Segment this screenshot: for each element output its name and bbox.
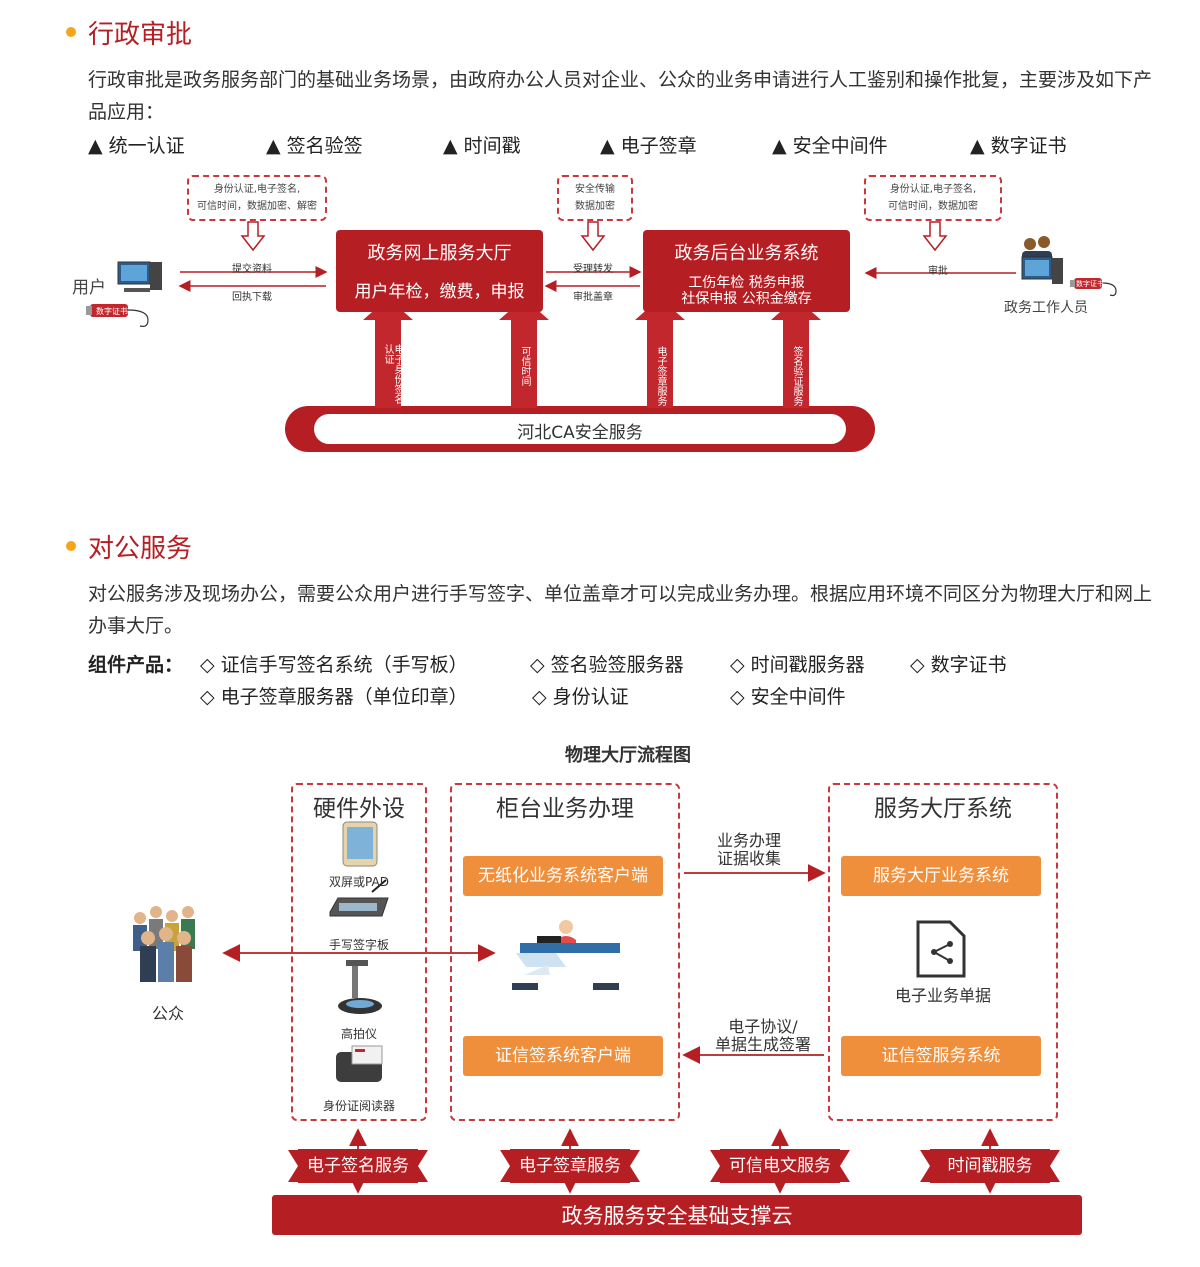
arrow-label-submit: 提交资料 xyxy=(232,264,272,275)
section1-bullet xyxy=(66,27,76,37)
staff-label: 政务工作人员 xyxy=(1004,300,1088,316)
note-mid: 安全传输数据加密 xyxy=(557,175,633,221)
component-item: ◇ 电子签章服务器（单位印章） xyxy=(200,686,468,708)
service-hall-title: 服务大厅系统 xyxy=(874,796,1012,822)
arrow-label-accept: 受理转发 xyxy=(573,264,613,275)
base-service-label: 河北CA安全服务 xyxy=(517,423,643,443)
usb-label: 数字证书 xyxy=(1076,280,1104,288)
device-label: 身份证阅读器 xyxy=(322,1099,395,1113)
note-right: 身份认证,电子签名,可信时间，数据加密 xyxy=(864,175,1002,221)
component-item: ◇ 数字证书 xyxy=(910,654,1007,676)
up-arrow-label: 电子身份签名认证 xyxy=(382,344,403,404)
arrow-label-review: 审批盖章 xyxy=(573,292,613,303)
usb-key-icon xyxy=(1070,278,1117,297)
arrow-label-return: 回执下载 xyxy=(232,292,272,303)
arrow-label-approve: 审批 xyxy=(928,266,948,277)
product-item: ▲ 统一认证 xyxy=(88,135,185,157)
cloud-label: 政务服务安全基础支撑云 xyxy=(561,1204,793,1228)
signing-client-box: 证信签系统客户端 xyxy=(463,1036,663,1076)
service-hall-column xyxy=(828,783,1058,1121)
pad-icon xyxy=(342,821,378,867)
section1-description: 行政审批是政务服务部门的基础业务场景，由政府办公人员对企业、公众的业务申请进行人… xyxy=(88,69,1153,123)
product-item: ▲ 数字证书 xyxy=(970,135,1067,157)
counter-column xyxy=(450,783,680,1121)
document-camera-icon xyxy=(338,960,382,1014)
flow-label-bottom: 电子协议/单据生成签署 xyxy=(714,1017,811,1054)
backend-system-box: 政务后台业务系统 工伤年检 税务申报 社保申报 公积金缴存 xyxy=(643,230,850,312)
component-item: ◇ 安全中间件 xyxy=(730,686,846,708)
product-item: ▲ 电子签章 xyxy=(600,135,697,157)
component-item: ◇ 时间戳服务器 xyxy=(730,654,865,676)
counter-clerk-icon xyxy=(512,920,620,990)
device-label: 高拍仪 xyxy=(340,1027,377,1041)
up-arrow-label: 签名验证服务 xyxy=(791,346,802,406)
device-label: 手写签字板 xyxy=(328,938,389,952)
section2-bullet xyxy=(66,541,76,551)
crowd-icon xyxy=(133,906,195,982)
section2-title: 对公服务 xyxy=(88,534,193,564)
up-arrow-label: 可信时间 xyxy=(519,346,530,386)
product-item: ▲ 安全中间件 xyxy=(772,135,888,157)
service-e-signature: 电子签名服务 xyxy=(298,1149,418,1183)
flow-title: 物理大厅流程图 xyxy=(565,745,691,766)
signature-pad-icon xyxy=(329,879,389,917)
product-item: ▲ 签名验签 xyxy=(266,135,363,157)
hall-business-system-box: 服务大厅业务系统 xyxy=(841,856,1041,896)
computer-icon xyxy=(117,261,162,292)
staff-icon xyxy=(1021,236,1063,284)
usb-label: 数字证书 xyxy=(96,307,128,316)
signing-service-system-box: 证信签服务系统 xyxy=(841,1036,1041,1076)
hardware-column xyxy=(291,783,427,1121)
online-service-hall-box: 政务网上服务大厅 用户年检，缴费，申报 xyxy=(336,230,543,312)
user-label: 用户 xyxy=(72,278,106,298)
section1-title: 行政审批 xyxy=(88,20,193,50)
service-trusted-message: 可信电文服务 xyxy=(720,1149,840,1183)
usb-key-icon xyxy=(86,304,149,327)
component-item: ◇ 身份认证 xyxy=(532,686,629,708)
section2-description: 对公服务涉及现场办公，需要公众用户进行手写签字、单位盖章才可以完成业务办理。根据… xyxy=(88,583,1153,637)
flow-label-top: 业务办理证据收集 xyxy=(716,831,781,868)
e-document-label: 电子业务单据 xyxy=(894,986,991,1005)
component-item: ◇ 签名验签服务器 xyxy=(530,654,684,676)
id-card-reader-icon xyxy=(336,1045,383,1082)
components-label: 组件产品： xyxy=(88,654,184,676)
product-item: ▲ 时间戳 xyxy=(443,135,521,157)
counter-title: 柜台业务办理 xyxy=(496,796,634,822)
service-timestamp: 时间戳服务 xyxy=(930,1149,1050,1183)
public-label: 公众 xyxy=(151,1004,184,1023)
service-e-seal: 电子签章服务 xyxy=(510,1149,630,1183)
document-share-icon xyxy=(916,920,966,978)
note-left: 身份认证,电子签名,可信时间，数据加密、解密 xyxy=(187,175,327,221)
device-label: 双屏或PAD xyxy=(329,875,389,889)
component-item: ◇ 证信手写签名系统（手写板） xyxy=(200,654,468,676)
paperless-client-box: 无纸化业务系统客户端 xyxy=(463,856,663,896)
hardware-title: 硬件外设 xyxy=(313,796,405,822)
up-arrow-label: 电子签章服务 xyxy=(655,346,666,406)
